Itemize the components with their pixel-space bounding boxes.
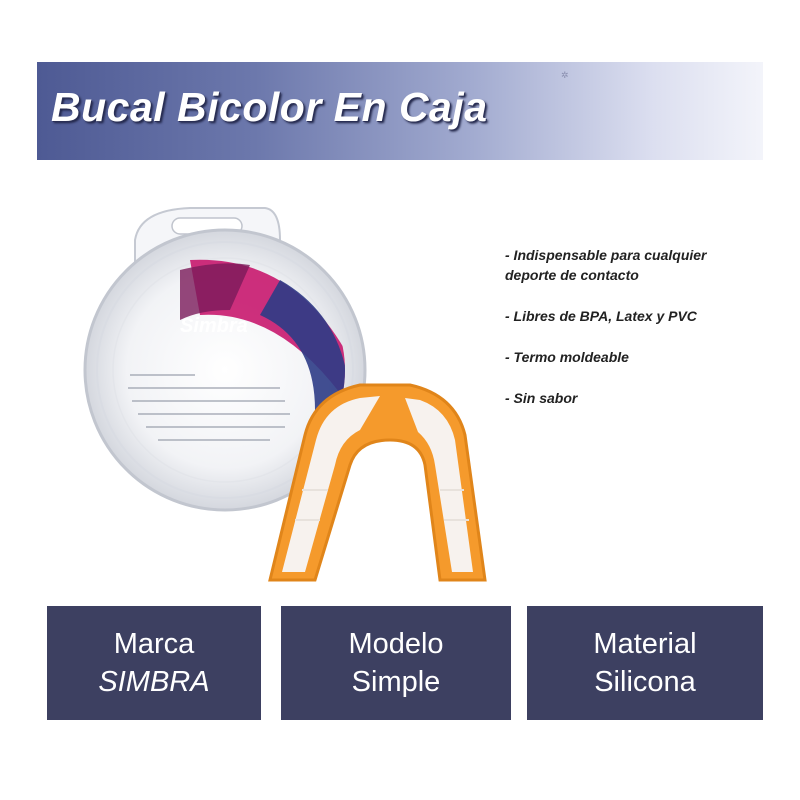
title-banner: Bucal Bicolor En Caja ✲ bbox=[37, 62, 763, 160]
brand-logo: Simbra bbox=[180, 315, 248, 337]
case-icon bbox=[83, 207, 367, 512]
page-title: Bucal Bicolor En Caja bbox=[51, 84, 488, 130]
product-image: Simbra bbox=[83, 207, 487, 582]
spec-label: Marca bbox=[113, 628, 195, 660]
spec-label: Material bbox=[593, 628, 697, 660]
spec-box-modelo: Modelo Simple bbox=[281, 606, 511, 720]
spec-box-marca: Marca SIMBRA bbox=[47, 606, 261, 720]
banner-mark: ✲ bbox=[561, 70, 569, 80]
spec-value: Simple bbox=[351, 666, 441, 698]
mouthguard-icon bbox=[268, 383, 487, 582]
spec-box-material: Material Silicona bbox=[527, 606, 763, 720]
feature-item: - Libres de BPA, Latex y PVC bbox=[505, 308, 697, 324]
spec-value: SIMBRA bbox=[98, 666, 210, 698]
spec-label: Modelo bbox=[348, 628, 444, 660]
feature-item: - Indispensable para cualquier deporte d… bbox=[505, 247, 707, 283]
spec-value: Silicona bbox=[594, 666, 696, 698]
feature-item: - Sin sabor bbox=[505, 390, 578, 406]
feature-list: - Indispensable para cualquier deporte d… bbox=[505, 245, 795, 429]
feature-item: - Termo moldeable bbox=[505, 349, 629, 365]
